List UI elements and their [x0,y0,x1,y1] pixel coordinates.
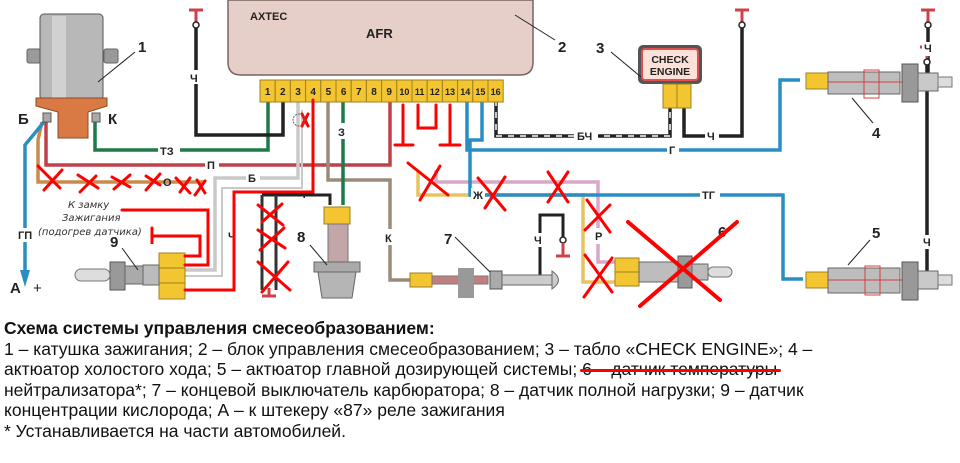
wire-t3 [93,100,270,152]
annotation-pin10-ground [393,103,415,147]
terminal-a-label: А [10,280,21,297]
callout-8: 8 [297,229,305,246]
wire-label-ch-act5: Ч [923,237,931,249]
caption: Схема системы управления смесеобразовани… [4,318,960,441]
wire-label-ch-sw7: Ч [534,235,542,247]
ecu-pin-number: 14 [460,87,470,97]
ecu-pin-number: 11 [415,87,425,97]
callout-9: 9 [110,234,118,251]
wire-label-ch-right: Ч [707,131,715,143]
wire-ch-8 [262,193,332,205]
annotation-wire-ignition [120,208,210,267]
caption-line-4: концентрации кислорода; А – к штекеру «8… [4,400,505,420]
carburetor-limit-switch-7 [409,268,559,298]
annotation-cross [406,161,614,299]
wire-g [465,78,800,152]
wire-zh [416,170,615,284]
wire-label-b: Б [248,173,256,185]
ecu-pin-number: 1 [265,87,271,98]
coil-terminal-b: Б [18,111,29,128]
caption-struck-text: 6 – датчик температуры [582,359,778,379]
wire-label-ch: Ч [298,189,306,201]
ignition-coil [26,13,119,139]
wire-label-g: Г [669,145,676,157]
wire-label-ch-top: Ч [190,73,198,85]
ground-symbol-sw7 [556,244,570,258]
oxygen-sensor-9 [74,252,186,300]
wire-k [326,100,410,282]
caption-line-1: 1 – катушка зажигания; 2 – блок управлен… [4,338,813,359]
caption-line-2-text: актюатор холостого хода; 5 – актюатор гл… [4,359,583,379]
wire-label-ch-left: Ч [228,231,236,243]
note-line-2: Зажигания [62,213,120,224]
ground-symbol-8 [262,288,276,298]
ecu-pin-number: 8 [371,87,377,98]
wire-label-z: З [338,127,345,139]
caption-line-3: нейтрализатора*; 7 – концевой выключател… [4,379,804,400]
callout-3: 3 [596,40,604,57]
note-line-1: К замку [68,200,110,211]
wire-tg [468,100,803,281]
main-dosing-actuator-5 [805,261,953,301]
check-engine-lamp: CHECK ENGINE [638,45,702,109]
check-engine-line1: CHECK [651,54,689,66]
ground-symbol-top [189,8,203,22]
ecu-pin-number: 2 [280,87,286,98]
caption-line-2: актюатор холостого хода; 5 – актюатор гл… [4,359,960,380]
terminal-a-sign: + [33,280,42,297]
ecu-pin-number: 13 [445,87,455,97]
callout-7: 7 [444,231,452,248]
ecu-pin-number: 9 [386,87,392,98]
annotation-cross [256,202,292,294]
wire-b2 [175,110,303,277]
wire-b [175,100,300,272]
arrow-icon [20,270,30,287]
full-load-sensor-8 [313,206,361,299]
ground-symbol-act4 [921,8,935,22]
callout-1: 1 [138,39,146,56]
wire-label-t3: ТЗ [160,146,174,158]
annotation-big-cross [626,220,739,308]
annotation-cross [36,164,207,197]
ecu-pin-number: 4 [310,87,316,98]
callout-2: 2 [558,39,566,56]
coil-terminal-k: К [108,111,118,128]
ecu-pin-number: 12 [430,87,440,97]
wire-pink [434,170,615,264]
annotation-wire-pin4 [183,98,315,292]
annotation-wire-heater [150,226,202,258]
caption-title: Схема системы управления смесеобразовани… [4,318,435,338]
wire-label-gp: ГП [18,230,32,242]
ecu-pin-number: 3 [295,87,301,98]
ecu-pin [487,79,504,103]
wire-label-bch: БЧ [577,131,592,143]
ecu-pin-number: 16 [491,87,501,97]
ecu-pin-number: 10 [399,87,409,97]
ecu-pin-number: 5 [326,87,332,98]
check-engine-line2: ENGINE [650,66,690,78]
ecu-name: AFR [366,26,393,41]
wire-label-zh: Ж [472,190,483,202]
ecu-brand: AXTEC [250,11,287,23]
wire-label-o: О [163,177,172,189]
note-line-3: (подогрев датчика) [38,227,142,238]
callout-5: 5 [872,225,880,242]
wire-label-ch-act4: Ч [924,43,932,55]
idle-actuator-4 [805,63,953,103]
ecu-pin-number: 7 [356,87,362,98]
wire-gp [23,120,46,270]
wire-label-r: Р [595,231,602,243]
ecu-pin-number: 15 [475,87,485,97]
caption-footnote: * Устанавливается на части автомобилей. [4,420,346,441]
wire-label-k: К [385,233,392,245]
callout-4: 4 [872,125,881,142]
wire-label-p: П [207,160,215,172]
wire-label-tg: ТГ [702,190,716,202]
ecu-pin-number: 6 [341,87,347,98]
annotation-pin11-12-bridge [416,103,438,130]
annotation-pin13-ground [438,103,462,147]
ground-symbol-check [735,8,749,22]
